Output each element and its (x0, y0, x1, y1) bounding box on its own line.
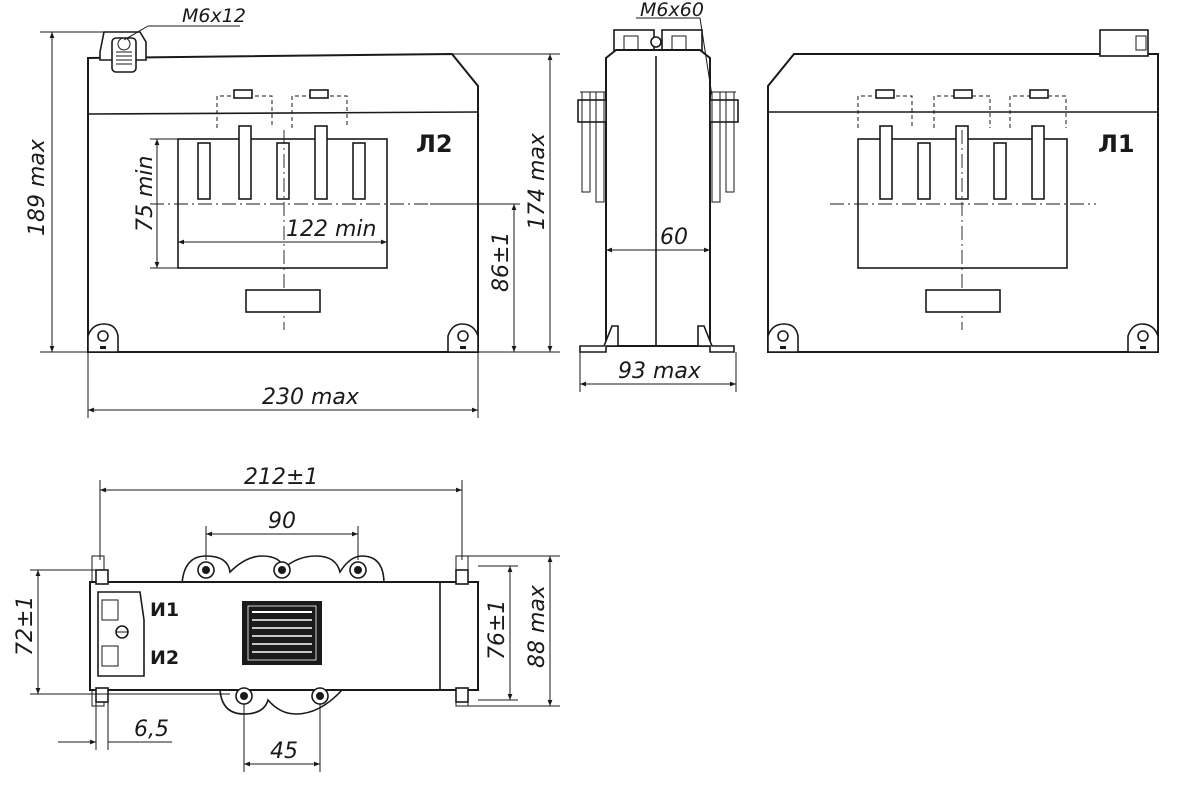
top-dim-mount-spacing: 212±1 (244, 465, 318, 490)
rear-terminal-mark: Л1 (1098, 130, 1135, 158)
side-dim-width: 93 max (618, 359, 702, 384)
secondary-terminal-icon (99, 31, 147, 73)
rear-view: Л1 (767, 29, 1159, 353)
window-bars (197, 125, 366, 200)
top-dim-bolt-pitch-bottom: 45 (270, 739, 298, 764)
front-mount-left (87, 323, 119, 353)
front-dim-body-height: 174 max (525, 132, 550, 230)
front-dim-height-total: 189 max (25, 138, 50, 236)
front-thread-label: М6х12 (182, 5, 246, 27)
side-dim-inner-width: 60 (660, 225, 688, 250)
front-view: М6х12 Л2 (25, 5, 560, 418)
bus-brackets (216, 89, 348, 128)
front-dim-window-height: 75 min (133, 156, 158, 232)
terminal-label-i1: И1 (150, 599, 179, 621)
front-dim-window-width: 122 min (286, 217, 376, 242)
front-mount-right (447, 323, 479, 353)
front-dim-width: 230 max (262, 385, 360, 410)
side-view: М6х60 60 93 max (577, 0, 739, 392)
front-terminal-mark: Л2 (416, 130, 453, 158)
secondary-terminal-block (97, 591, 145, 677)
terminal-label-i2: И2 (150, 647, 179, 669)
side-thread-label: М6х60 (640, 0, 704, 21)
top-bolts (197, 561, 367, 705)
top-dim-depth-left: 72±1 (13, 596, 38, 656)
top-dim-depth-total: 88 max (525, 584, 550, 668)
top-view: И1 И2 212±1 90 45 6,5 (13, 465, 560, 772)
front-dim-axis-height: 86±1 (489, 232, 514, 292)
top-dim-hole: 6,5 (134, 717, 169, 742)
top-dim-depth-right: 76±1 (485, 600, 510, 660)
top-dim-bolt-pitch-top: 90 (268, 509, 296, 534)
nameplate (242, 601, 322, 665)
